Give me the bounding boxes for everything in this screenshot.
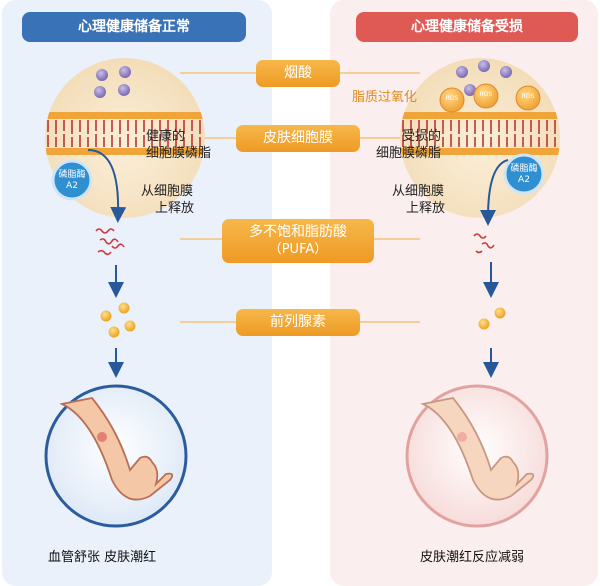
step-pufa: 多不饱和脂肪酸 （PUFA） (222, 219, 374, 263)
right-enzyme-line1: 磷脂酶 (510, 164, 538, 174)
left-release-label: 从细胞膜 上释放 (141, 183, 194, 217)
ros-label-3: ROS (521, 93, 535, 100)
ros-label-1: ROS (445, 95, 459, 102)
right-membrane-line2: 细胞膜磷脂 (376, 146, 442, 161)
right-niacin-molecules (456, 60, 512, 96)
left-enzyme-line1: 磷脂酶 (58, 170, 86, 180)
step-niacin: 烟酸 (256, 60, 340, 87)
left-release-line2: 上释放 (155, 201, 195, 216)
left-prostaglandin-dots (100, 302, 136, 338)
left-niacin-molecules (94, 66, 131, 98)
right-membrane-line1: 受损的 (402, 129, 442, 144)
right-release-arrow (480, 159, 509, 226)
pufa-label: 多不饱和脂肪酸 (249, 224, 347, 240)
right-membrane-label: 受损的 细胞膜磷脂 (376, 128, 441, 162)
ros-molecules (439, 83, 541, 113)
right-enzyme-label: 磷脂酶 A2 (507, 164, 541, 186)
left-membrane-line2: 细胞膜磷脂 (146, 146, 212, 161)
right-arm-illustration (405, 384, 549, 528)
left-result: 血管舒张 皮肤潮红 (48, 550, 157, 565)
right-enzyme-icon (503, 153, 545, 195)
step-connectors (180, 72, 420, 323)
right-result: 皮肤潮红反应减弱 (420, 550, 525, 565)
right-release-label: 从细胞膜 上释放 (392, 183, 445, 217)
right-header: 心理健康储备受损 (356, 12, 578, 42)
left-membrane-line1: 健康的 (146, 129, 186, 144)
left-membrane-label: 健康的 细胞膜磷脂 (146, 128, 211, 162)
right-enzyme-line2: A2 (518, 175, 530, 185)
step-prostaglandin: 前列腺素 (236, 309, 360, 336)
left-header: 心理健康储备正常 (22, 12, 246, 42)
left-arm-illustration (44, 384, 188, 528)
left-pufa-squiggles (95, 228, 125, 256)
right-prostaglandin-dots (478, 307, 506, 330)
left-release-line1: 从细胞膜 (141, 184, 194, 199)
left-release-arrow (87, 149, 127, 223)
ros-label-2: ROS (479, 91, 493, 98)
pufa-abbrev: （PUFA） (268, 242, 328, 257)
right-pufa-squiggles (473, 233, 495, 254)
lipid-peroxidation-label: 脂质过氧化 (352, 90, 418, 105)
right-release-line2: 上释放 (406, 201, 446, 216)
left-enzyme-icon (51, 159, 93, 201)
left-enzyme-label: 磷脂酶 A2 (55, 170, 89, 192)
right-release-line1: 从细胞膜 (392, 184, 445, 199)
left-enzyme-line2: A2 (66, 181, 78, 191)
step-skin-membrane: 皮肤细胞膜 (236, 125, 360, 152)
